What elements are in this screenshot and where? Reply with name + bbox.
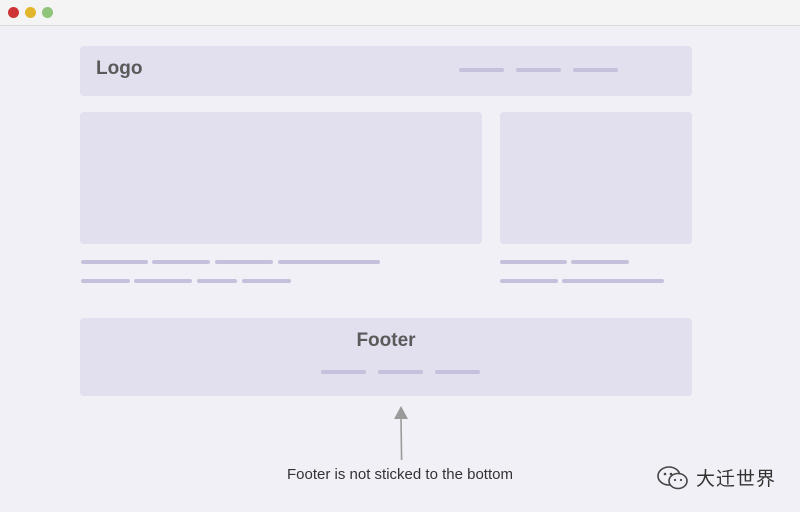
text-placeholder-line	[134, 279, 192, 283]
up-arrow-icon	[394, 406, 408, 461]
text-placeholder-line	[152, 260, 210, 264]
close-window-button[interactable]	[8, 7, 19, 18]
annotation-caption: Footer is not sticked to the bottom	[287, 466, 513, 483]
window-titlebar	[0, 0, 800, 26]
side-text-placeholder-line	[500, 260, 567, 264]
text-placeholder-line	[197, 279, 237, 283]
footer-placeholder-line	[435, 370, 480, 374]
nav-placeholder-line	[573, 68, 618, 72]
footer-placeholder-line	[378, 370, 423, 374]
footer-title: Footer	[356, 330, 416, 351]
wechat-icon	[657, 465, 688, 489]
text-placeholder-line	[81, 279, 130, 283]
side-text-placeholder-line	[562, 279, 664, 283]
text-placeholder-line	[278, 260, 380, 264]
nav-placeholder-line	[459, 68, 504, 72]
text-placeholder-line	[242, 279, 291, 283]
footer-block: Footer	[80, 318, 692, 396]
main-content-block	[80, 112, 482, 244]
sidebar-block	[500, 112, 692, 244]
footer-placeholder-line	[321, 370, 366, 374]
text-placeholder-line	[81, 260, 148, 264]
side-text-placeholder-line	[500, 279, 558, 283]
maximize-window-button[interactable]	[42, 7, 53, 18]
text-placeholder-line	[215, 260, 273, 264]
watermark: 大迁世界	[656, 464, 776, 491]
logo: Logo	[96, 58, 143, 79]
header-block: Logo	[80, 46, 692, 96]
side-text-placeholder-line	[571, 260, 629, 264]
watermark-text: 大迁世界	[696, 469, 777, 490]
minimize-window-button[interactable]	[25, 7, 36, 18]
nav-placeholder-line	[516, 68, 561, 72]
